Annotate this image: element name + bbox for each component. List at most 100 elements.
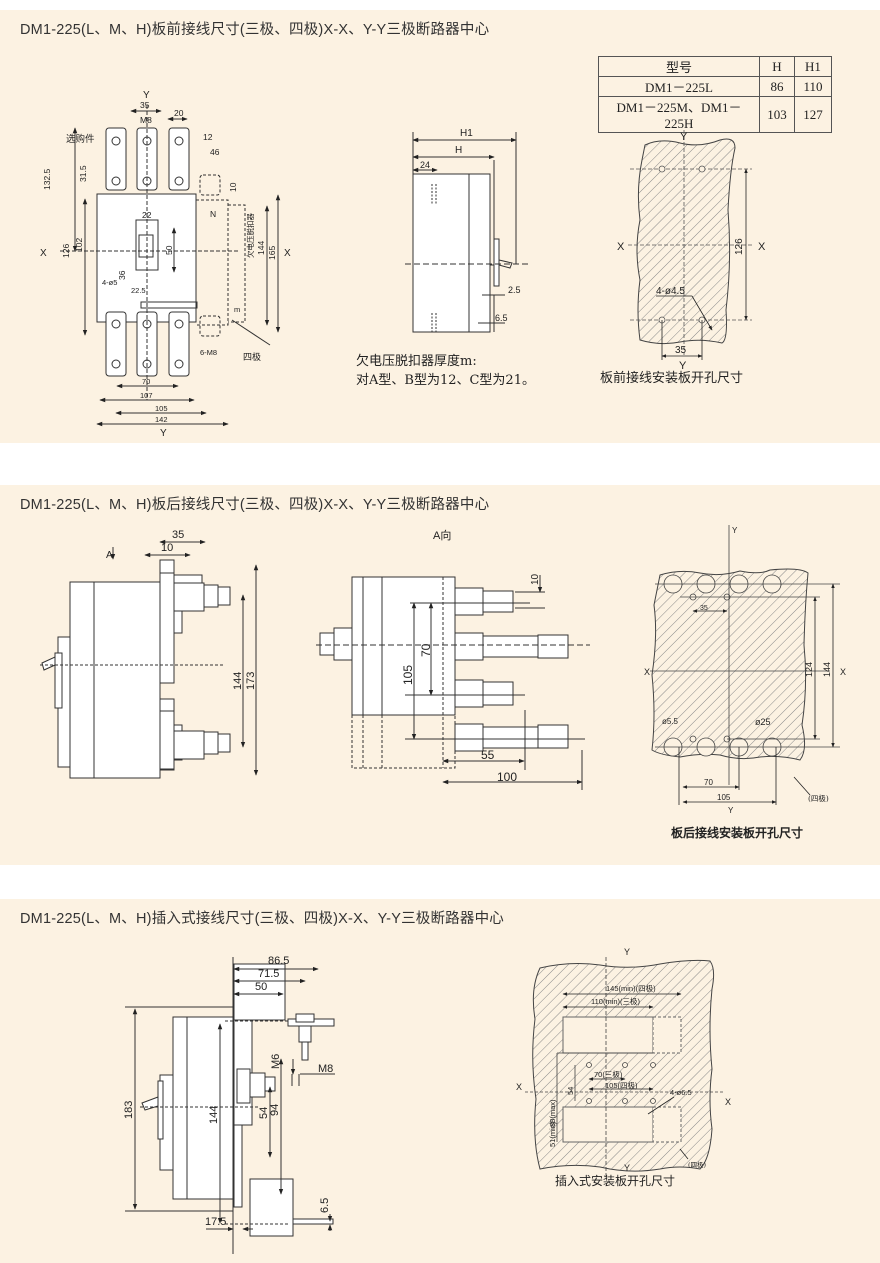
dim-144: 144: [256, 241, 266, 255]
table-cell: 110: [794, 76, 832, 97]
axis-x-left: X: [40, 248, 47, 259]
rear-cutout-dim-5-5: ø5.5: [662, 717, 679, 726]
dim-46: 46: [210, 147, 220, 157]
dim-105: 105: [401, 665, 415, 685]
dim-107: 107: [140, 391, 153, 400]
plug-cutout-axis-y-bottom: Y: [624, 1163, 630, 1173]
dim-m6: M6: [270, 1054, 282, 1069]
a-view-title: A向: [433, 528, 451, 542]
dim-70: 70: [142, 377, 150, 386]
dim-54: 54: [258, 1107, 270, 1119]
rear-cutout-dim-25: ø25: [755, 717, 771, 727]
label-neutral: N: [210, 209, 216, 219]
cutout-axis-y-top: Y: [680, 131, 688, 143]
label-optional-part: 选购件: [66, 133, 95, 145]
rear-cutout-caption: 板后接线安装板开孔尺寸: [671, 825, 803, 840]
dim-102: 102: [74, 238, 84, 252]
dim-100: 100: [497, 770, 517, 784]
plug-cutout-dim-70: 70(三极): [594, 1069, 623, 1079]
cutout-dim-126: 126: [734, 238, 745, 255]
a-view-labels: A向 10 70 105 55 100: [401, 528, 541, 784]
label-four-pole: 四极: [243, 351, 261, 362]
rear-cutout-dim-35: 35: [700, 605, 708, 612]
axis-y-top: Y: [143, 90, 150, 101]
dim-165: 165: [267, 246, 277, 260]
note-line-2: 对A型、B型为12、C型为21。: [356, 373, 535, 388]
dim-h: H: [455, 145, 462, 156]
dim-50: 50: [255, 981, 267, 993]
cutout-axis-x-right: X: [758, 241, 766, 253]
dim-10: 10: [228, 182, 238, 192]
front-wiring-drawings: 选购件 Y 35 M8 20 12 46 132.5 31.5 10 N 22 …: [40, 90, 766, 439]
dim-22-5: 22.5: [131, 286, 146, 295]
note-line-1: 欠电压脱扣器厚度m:: [356, 354, 477, 369]
dim-173: 173: [245, 672, 257, 690]
plug-cutout-dim-51: 51(min): [548, 1121, 557, 1147]
axis-x-right: X: [284, 248, 291, 259]
dim-6-5: 6.5: [319, 1198, 331, 1213]
dim-71-5: 71.5: [258, 968, 279, 980]
plug-in-side-view-drawing: [125, 957, 335, 1254]
dim-142: 142: [155, 415, 168, 424]
label-undervoltage-release: 欠电压脱扣器: [245, 213, 255, 258]
dim-105: 105: [155, 404, 168, 413]
cutout-caption: 板前接线安装板开孔尺寸: [600, 370, 743, 386]
plug-cutout-axis-y-top: Y: [624, 947, 630, 957]
rear-cutout-axis-y-top: Y: [732, 526, 738, 535]
plug-cutout-dim-110: 110(min)(三极): [591, 996, 641, 1006]
dim-144: 144: [232, 672, 244, 690]
rear-cutout-dim-105: 105: [717, 793, 731, 802]
section-plug-in-wiring: DM1-225(L、M、H)插入式接线尺寸(三极、四极)X-X、Y-Y三极断路器…: [0, 899, 880, 1263]
table-row: DM1－225M、DM1－225H 103 127: [598, 96, 832, 133]
plug-cutout-holes: 4-ø6.5: [670, 1088, 692, 1097]
label-6-m8: 6-M8: [200, 348, 217, 357]
rear-cutout-four-pole: (四极): [808, 793, 829, 803]
dim-m8: M8: [318, 1063, 333, 1075]
front-view-labels: 选购件 Y 35 M8 20 12 46 132.5 31.5 10 N 22 …: [40, 90, 291, 439]
rear-side-labels: A 35 10 144 173: [106, 529, 257, 690]
table-cell: DM1－225M、DM1－225H: [598, 96, 760, 133]
dim-h1: H1: [460, 128, 473, 139]
dim-6-5: 6.5: [495, 313, 508, 323]
dim-10: 10: [530, 573, 541, 585]
rear-wiring-drawings: A 35 10 144 173: [40, 525, 846, 840]
rear-cutout-dim-144: 144: [822, 662, 832, 677]
dim-10: 10: [161, 542, 173, 554]
dim-35: 35: [172, 529, 184, 541]
front-view-drawing: [60, 105, 281, 427]
section-title: DM1-225(L、M、H)插入式接线尺寸(三极、四极)X-X、Y-Y三极断路器…: [20, 911, 504, 927]
side-view-labels: H1 H 24 2.5 6.5: [420, 128, 521, 323]
cutout-dim-35: 35: [675, 345, 687, 356]
dim-126: 126: [61, 244, 71, 258]
rear-cutout-drawing: Y 35 X 124 144 X ø5.5 ø25 70 105 Y (四极) …: [644, 525, 846, 840]
dim-94: 94: [269, 1104, 281, 1116]
front-cutout-drawing: Y X X 126 4-ø4.5 35 Y 板前接线安装板开孔尺寸: [600, 130, 766, 386]
rear-cutout-axis-x-left: X: [644, 667, 650, 677]
dim-70: 70: [419, 643, 433, 657]
dim-2-5: 2.5: [508, 285, 521, 295]
cutout-axis-y-bottom: Y: [679, 360, 687, 372]
plug-in-cutout-drawing: Y 145(min)(四极) 110(min)(三极) 70(三极) 105(四…: [516, 947, 731, 1188]
label-4-holes: 4-ø5: [102, 278, 117, 287]
table-cell: 127: [794, 96, 832, 133]
table-cell: 103: [759, 96, 795, 133]
side-view-drawing: [405, 132, 530, 333]
dim-22: 22: [142, 210, 152, 220]
plug-cutout-axis-x-left: X: [516, 1082, 522, 1092]
dim-17-5: 17.5: [205, 1216, 226, 1228]
dim-m8: M8: [140, 115, 152, 125]
dim-20: 20: [174, 108, 184, 118]
dim-55: 55: [481, 748, 495, 762]
rear-side-view-drawing: [40, 539, 259, 779]
dim-36: 36: [117, 270, 127, 280]
section-title: DM1-225(L、M、H)板前接线尺寸(三极、四极)X-X、Y-Y三极断路器中…: [20, 22, 490, 38]
dim-86-5: 86.5: [268, 955, 289, 967]
dim-24: 24: [420, 160, 430, 170]
axis-y-bottom: Y: [160, 428, 167, 439]
section-title: DM1-225(L、M、H)板后接线尺寸(三极、四极)X-X、Y-Y三极断路器中…: [20, 497, 490, 513]
dim-50: 50: [164, 245, 174, 255]
dim-183: 183: [123, 1101, 135, 1119]
dim-m: m: [234, 305, 240, 314]
model-dimension-table: 型号 H H1 DM1－225L 86 110 DM1－225M、DM1－225…: [598, 56, 832, 133]
plug-cutout-dim-145: 145(min)(四极): [606, 983, 656, 993]
